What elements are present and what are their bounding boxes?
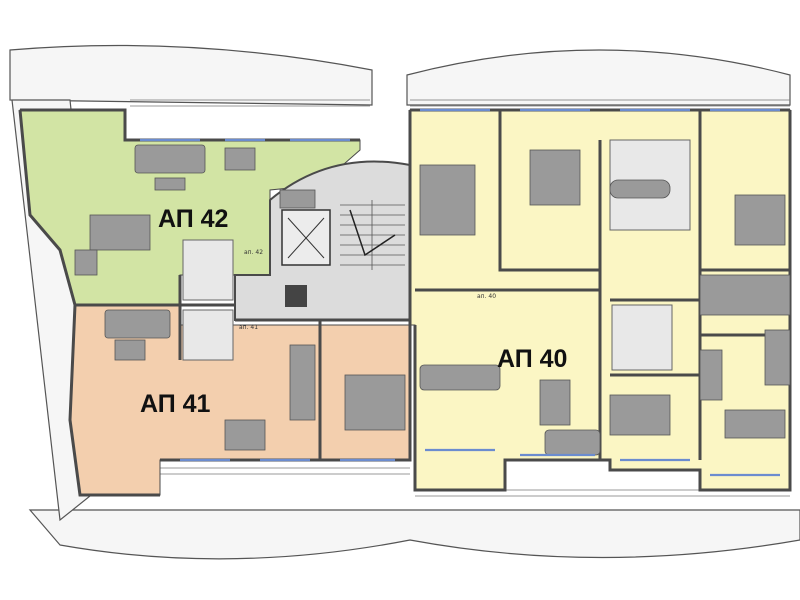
door-tag-apt41: ап. 41: [239, 324, 258, 331]
railings: [130, 99, 790, 497]
windows: [140, 108, 780, 477]
circulation-core: [234, 160, 411, 321]
apartment-42-label: АП 42: [158, 205, 228, 233]
apartment-41-label: АП 41: [140, 390, 211, 418]
door-tag-apt42: ап. 42: [244, 249, 263, 256]
apartment-40-label: АП 40: [497, 345, 567, 373]
bathrooms: [182, 139, 691, 371]
door-tag-apt40: ап. 40: [477, 293, 496, 300]
furniture: [74, 144, 791, 456]
